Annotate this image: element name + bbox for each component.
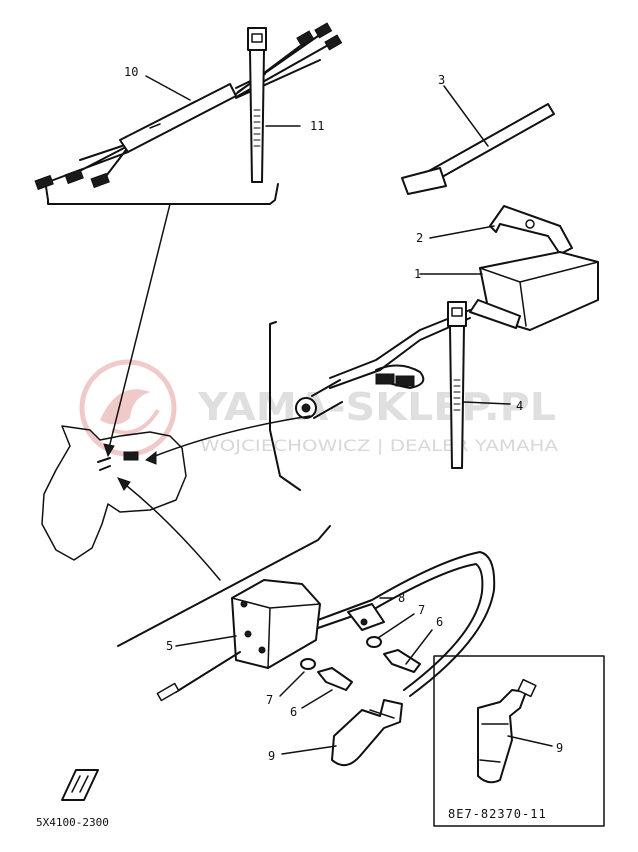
watermark-tagline: WOJCIECHOWICZ | DEALER YAMAHA — [200, 436, 558, 455]
callout-3: 3 — [438, 73, 445, 87]
cable-tie — [247, 27, 267, 183]
callout-7: 7 — [418, 603, 425, 617]
washer — [366, 636, 382, 648]
cdi-bracket — [489, 205, 573, 255]
bolt — [383, 649, 421, 673]
washer — [300, 658, 316, 670]
wire-clamp — [347, 603, 385, 631]
callout-10: 10 — [124, 65, 138, 79]
callout-labels: 10 11 3 2 1 4 8 7 6 5 7 6 9 9 — [124, 65, 563, 763]
ignition-coil — [231, 579, 321, 669]
callout-6: 6 — [290, 705, 297, 719]
callout-2: 2 — [416, 231, 423, 245]
callout-9: 9 — [556, 741, 563, 755]
callout-1: 1 — [414, 267, 421, 281]
diagram-code: 5X4100-2300 — [36, 816, 109, 829]
callout-4: 4 — [516, 399, 523, 413]
ignition-coil-group — [117, 525, 496, 767]
frame-silhouette — [41, 203, 311, 581]
watermark-logo-icon — [79, 359, 177, 457]
callout-5: 5 — [166, 639, 173, 653]
wire-harness-group — [34, 22, 343, 205]
spark-plug-cap-alt — [477, 689, 527, 784]
cable-tie — [447, 301, 467, 469]
cdi-unit-group — [269, 205, 599, 491]
callout-11: 11 — [310, 119, 324, 133]
callout-7: 7 — [266, 693, 273, 707]
spark-plug-cap — [331, 699, 403, 767]
callout-8: 8 — [398, 591, 405, 605]
inset-panel — [433, 655, 605, 827]
callout-6: 6 — [436, 615, 443, 629]
watermark-brand: YAMA-SKLEP.PL — [197, 385, 556, 429]
callout-9: 9 — [268, 749, 275, 763]
bolt — [317, 667, 353, 691]
forward-direction-icon — [61, 769, 99, 801]
watermark: YAMA-SKLEP.PL WOJCIECHOWICZ | DEALER YAM… — [79, 359, 558, 457]
strap-band — [401, 85, 555, 195]
part-number: 8E7-82370-11 — [448, 807, 547, 821]
